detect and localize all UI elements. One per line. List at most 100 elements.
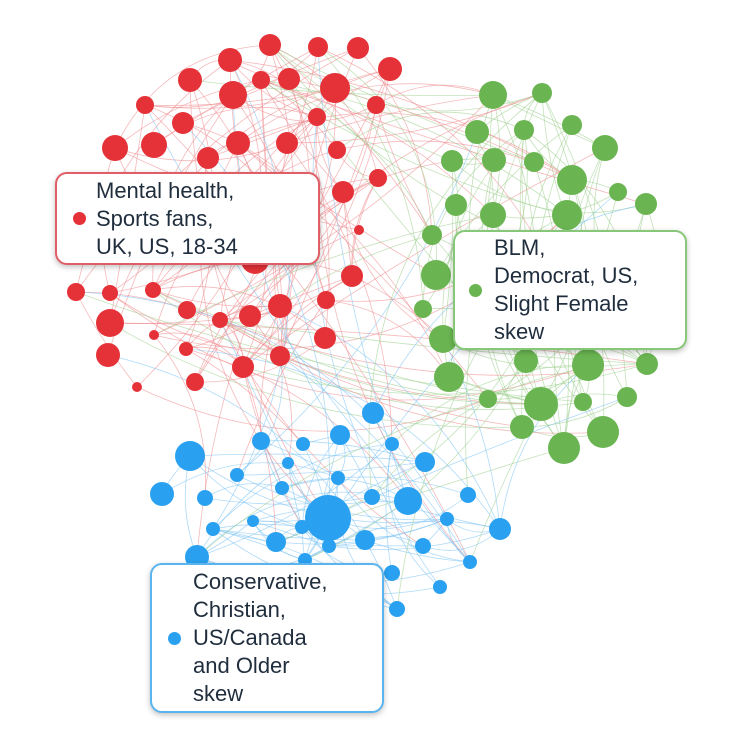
graph-edge [212,443,393,530]
green-node [479,390,497,408]
red-node [314,327,336,349]
red-node [270,346,290,366]
green-node [524,387,558,421]
graph-edge [237,83,494,144]
green-node [445,194,467,216]
red-node [328,141,346,159]
blue-node [150,482,174,506]
graph-edge [364,539,471,563]
green-node [532,83,552,103]
graph-edge [236,355,283,476]
red-cluster-dot [73,212,86,225]
graph-edge [260,79,344,193]
red-node [145,282,161,298]
graph-edge [153,94,494,336]
graph-edge [232,94,377,122]
graph-edge [249,275,353,317]
graph-edge [236,461,426,476]
graph-edge [368,92,543,498]
red-node [354,225,364,235]
red-node [320,73,350,103]
green-node [572,349,604,381]
green-node [465,120,489,144]
blue-node [295,520,309,534]
blue-node [330,425,350,445]
graph-edge [136,386,489,432]
red-node [367,96,385,114]
graph-edge [189,453,426,463]
green-node [510,415,534,439]
graph-edge [182,122,330,519]
graph-edge [75,291,448,520]
graph-edge [260,79,647,205]
blue-node [230,468,244,482]
graph-edge [153,334,207,499]
green-node [552,200,582,230]
red-node [132,382,142,392]
graph-edge [422,528,501,551]
red-node [341,265,363,287]
graph-edge [189,455,303,528]
cluster-label-text: BLM, Democrat, US, Slight Female skew [494,235,639,344]
graph-edge [302,434,341,561]
graph-edge [342,191,444,340]
cluster-label-green: BLM, Democrat, US, Slight Female skew [453,230,687,350]
blue-node [197,490,213,506]
graph-edge [499,364,589,530]
red-node [239,305,261,327]
blue-node [433,580,447,594]
green-node [441,150,463,172]
green-node [592,135,618,161]
blue-node [322,539,336,553]
red-node [67,283,85,301]
green-node [434,362,464,392]
graph-edge [109,322,523,428]
green-node [480,202,506,228]
green-node [514,120,534,140]
blue-node [384,565,400,581]
graph-edge [185,348,304,445]
green-node [429,325,457,353]
blue-node [463,555,477,569]
graph-edge [236,131,478,476]
red-node [178,68,202,92]
blue-node [247,515,259,527]
red-node [96,309,124,337]
red-node [252,71,270,89]
blue-node [440,512,454,526]
blue-node [296,437,310,451]
red-node [268,294,292,318]
graph-edge [357,47,433,236]
red-node [149,330,159,340]
green-node [548,432,580,464]
graph-edge [385,443,393,574]
red-node [332,181,354,203]
graph-edge [219,104,377,321]
red-node [308,37,328,57]
red-node [96,343,120,367]
blue-node [460,487,476,503]
graph-edge [442,338,501,530]
red-node [197,147,219,169]
graph-edge [189,79,329,519]
green-node [479,81,507,109]
graph-edge [194,92,543,383]
blue-node [305,495,351,541]
graph-edge [196,398,489,558]
graph-edge [269,44,433,236]
graph-edge [279,234,433,307]
green-node [636,353,658,375]
red-node [369,169,387,187]
graph-edge [286,68,391,144]
cluster-label-text: Mental health, Sports fans, UK, US, 18-3… [96,177,238,259]
red-node [102,135,128,161]
red-node [226,131,250,155]
graph-edge [219,319,523,428]
green-node [587,416,619,448]
red-node [178,301,196,319]
graph-edge [75,291,584,403]
graph-edge [260,79,568,216]
green-node [421,260,451,290]
green-node [562,115,582,135]
red-node [186,373,204,391]
